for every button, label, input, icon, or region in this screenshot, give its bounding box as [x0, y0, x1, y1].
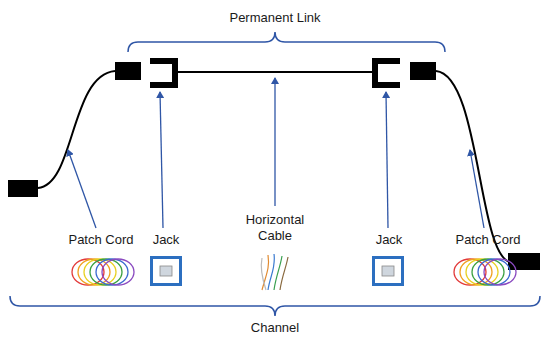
- part-label: Jack: [359, 232, 419, 248]
- horizontal-cable-line: [178, 71, 372, 73]
- bracket-label: Permanent Link: [195, 10, 355, 26]
- leader-arrows: [68, 78, 484, 228]
- channel-bracket: [10, 296, 540, 316]
- part-label: Patch Cord: [56, 232, 146, 248]
- part-label: Jack: [136, 232, 196, 248]
- jack-symbol: [372, 58, 400, 88]
- jack-photo: [372, 256, 404, 286]
- cable-photo: [261, 254, 288, 290]
- plug: [8, 180, 38, 197]
- part-label: Horizontal Cable: [235, 212, 315, 243]
- patch-cord: [38, 71, 115, 188]
- plug: [410, 62, 436, 80]
- permanent-link-bracket: [128, 32, 445, 52]
- plug: [115, 62, 141, 80]
- jack-symbol: [150, 58, 178, 88]
- bracket-label: Channel: [195, 320, 355, 336]
- jack-photo: [150, 256, 182, 286]
- patch-cord-photo: [72, 259, 134, 285]
- plug: [508, 253, 540, 270]
- patch-cord-photo: [454, 259, 516, 285]
- part-label: Patch Cord: [443, 232, 533, 248]
